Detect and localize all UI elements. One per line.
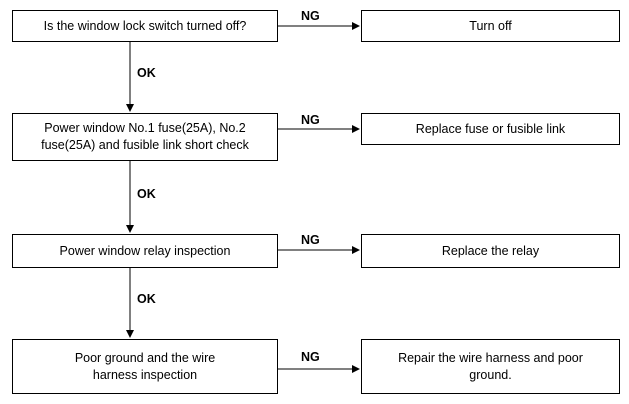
action-text: Replace the relay (441, 243, 540, 258)
action-box-replace-fuse: Replace fuse or fusible link (361, 113, 620, 145)
ok-label: OK (137, 66, 156, 80)
action-box-turn-off: Turn off (361, 10, 620, 42)
ng-label: NG (301, 233, 320, 247)
ng-label: NG (301, 113, 320, 127)
check-text: Poor ground and the wire harness inspect… (74, 350, 216, 382)
action-text: Repair the wire harness and poor ground. (398, 350, 583, 382)
action-box-replace-relay: Replace the relay (361, 234, 620, 268)
ok-label: OK (137, 187, 156, 201)
check-text: Is the window lock switch turned off? (43, 18, 247, 33)
action-text: Replace fuse or fusible link (415, 121, 566, 136)
ng-label: NG (301, 9, 320, 23)
check-box-window-lock-switch: Is the window lock switch turned off? (12, 10, 278, 42)
check-box-ground-harness-inspection: Poor ground and the wire harness inspect… (12, 339, 278, 394)
ok-label: OK (137, 292, 156, 306)
action-text: Turn off (469, 18, 512, 33)
action-box-repair-harness: Repair the wire harness and poor ground. (361, 339, 620, 394)
check-box-fuse-short-check: Power window No.1 fuse(25A), No.2 fuse(2… (12, 113, 278, 161)
check-text: Power window relay inspection (59, 243, 231, 258)
check-text: Power window No.1 fuse(25A), No.2 fuse(2… (41, 121, 249, 152)
check-box-relay-inspection: Power window relay inspection (12, 234, 278, 268)
ng-label: NG (301, 350, 320, 364)
